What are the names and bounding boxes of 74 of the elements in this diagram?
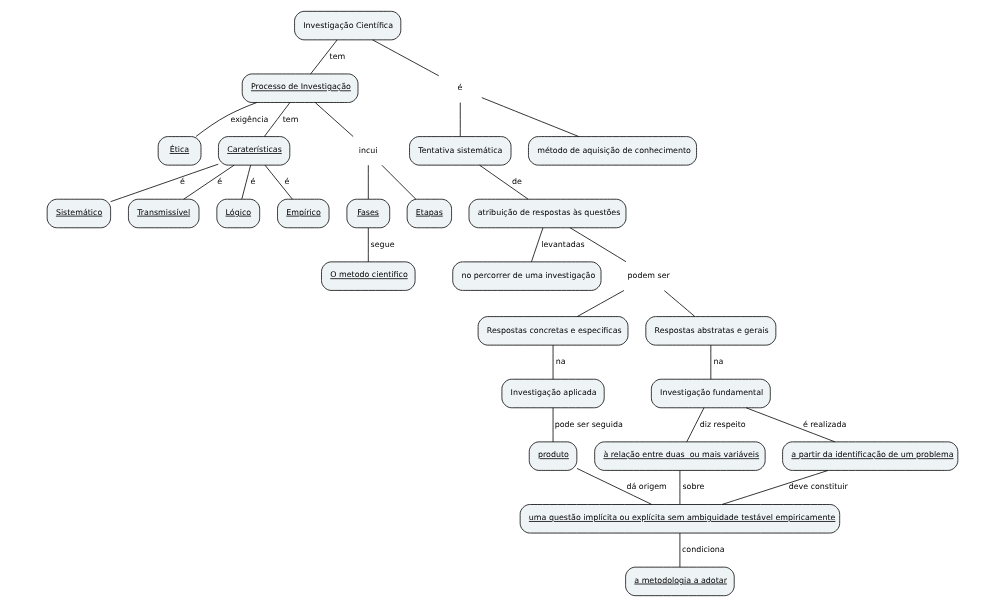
- node-box: Respostas concretas e especificas: [477, 316, 628, 346]
- edge-label: levantadas: [540, 239, 585, 249]
- node-box: Empírico: [276, 198, 329, 229]
- connector: [480, 97, 579, 137]
- connector: [576, 290, 624, 317]
- node-box: no percorrer de uma investigação: [451, 261, 601, 291]
- edge-label: tem: [282, 114, 298, 124]
- connector: [709, 344, 711, 380]
- node-box: Tentativa sistemática: [408, 136, 511, 166]
- node-box: uma questão implícita ou explícita sem ambiguidade testável empiricamente: [519, 504, 840, 534]
- connector: [679, 470, 680, 505]
- edge-label: exigência: [229, 114, 268, 124]
- edge-label: tem: [329, 51, 345, 61]
- edge-label: condiciona: [681, 545, 725, 555]
- connector: [552, 344, 553, 380]
- node-text: incui: [358, 145, 378, 155]
- connector: [745, 407, 835, 443]
- edge-label: é: [249, 177, 255, 187]
- edge-label: diz respeito: [699, 419, 746, 429]
- node-box: Etapas: [406, 198, 452, 229]
- edge-label: na: [555, 357, 566, 367]
- node-box: O metodo cientifico: [320, 261, 415, 291]
- edge-label: dá origem: [625, 482, 667, 492]
- connector: [309, 39, 337, 75]
- connector: [576, 468, 652, 505]
- node-box: Processo de Investigação: [241, 73, 358, 103]
- connector: [685, 407, 704, 443]
- connector: [663, 290, 695, 317]
- edge-label: deve constituir: [788, 482, 848, 492]
- node-box: a metodologia a adotar: [624, 566, 735, 597]
- connector: [478, 164, 529, 200]
- node-box: Ética: [157, 136, 201, 166]
- connector: [380, 164, 416, 200]
- connector: [530, 227, 543, 263]
- edge-label: sobre: [681, 482, 704, 492]
- edge-label: pode ser seguida: [554, 419, 623, 429]
- node-box: Sistemático: [46, 198, 111, 229]
- connector: [367, 227, 369, 263]
- connector: [109, 163, 219, 203]
- connector: [569, 227, 626, 263]
- connector: [721, 470, 828, 505]
- node-text: é: [457, 83, 462, 93]
- connector: [182, 164, 234, 200]
- node-box: Fases: [346, 198, 390, 229]
- node-box: Investigação fundamental: [650, 378, 771, 409]
- node-box: Respostas abstratas e gerais: [644, 316, 776, 346]
- connector: [195, 102, 257, 137]
- node-text: podem ser: [627, 271, 670, 281]
- node-box: atribuição de respostas às questões: [468, 198, 626, 229]
- edge-label: é realizada: [802, 419, 846, 429]
- connector: [552, 407, 553, 443]
- connector: [263, 102, 290, 137]
- edge-label: segue: [370, 239, 395, 249]
- node-box: a partir da identificação de um problema: [781, 441, 958, 471]
- node-box: Investigação aplicada: [501, 378, 605, 409]
- node-box: Lógico: [215, 198, 260, 229]
- node-box: Caraterísticas: [217, 136, 290, 166]
- edge-label: é: [216, 177, 222, 187]
- connector: [371, 39, 439, 77]
- edge-label: é: [179, 177, 185, 187]
- connector: [240, 164, 251, 200]
- edge-label: de: [511, 177, 522, 187]
- connector: [264, 164, 293, 200]
- connector: [367, 164, 369, 200]
- edge-label: é: [284, 177, 289, 187]
- edge-label: na: [712, 357, 723, 367]
- node-box: método de aquisição de conhecimento: [527, 136, 697, 166]
- node-box: Investigação Científica: [293, 10, 401, 41]
- node-box: Transmissível: [127, 198, 199, 229]
- connector: [314, 102, 354, 137]
- connector: [459, 102, 461, 137]
- node-box: produto: [528, 441, 577, 471]
- connector: [679, 532, 680, 568]
- node-box: à relação entre duas ou mais variáveis: [593, 441, 766, 471]
